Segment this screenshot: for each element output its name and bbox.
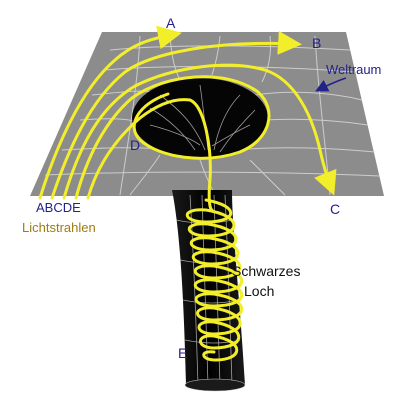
light-ray-b bbox=[50, 30, 302, 200]
light-ray-d bbox=[74, 75, 271, 200]
black-hole-funnel bbox=[132, 78, 268, 158]
funnel-grid bbox=[149, 84, 256, 153]
label-light-rays: Lichtstrahlen bbox=[22, 220, 96, 235]
label-black-hole-line1: Schwarzes bbox=[232, 263, 300, 279]
label-ray-a: A bbox=[166, 15, 176, 31]
light-ray-a bbox=[38, 25, 182, 200]
label-space: Weltraum bbox=[326, 62, 381, 77]
light-ray-e bbox=[86, 98, 214, 212]
tube-bottom bbox=[184, 378, 246, 392]
light-ray-e-spiral bbox=[185, 198, 244, 362]
label-ray-d: D bbox=[130, 137, 140, 153]
label-ray-e: E bbox=[178, 345, 187, 361]
light-rays bbox=[38, 25, 337, 362]
label-ray-b: B bbox=[312, 35, 321, 51]
label-ray-letters: ABCDE bbox=[36, 200, 81, 215]
light-ray-c bbox=[62, 63, 337, 200]
label-black-hole-line2: Loch bbox=[244, 283, 274, 299]
label-ray-c: C bbox=[330, 201, 340, 217]
space-pointer-arrow bbox=[315, 77, 347, 92]
